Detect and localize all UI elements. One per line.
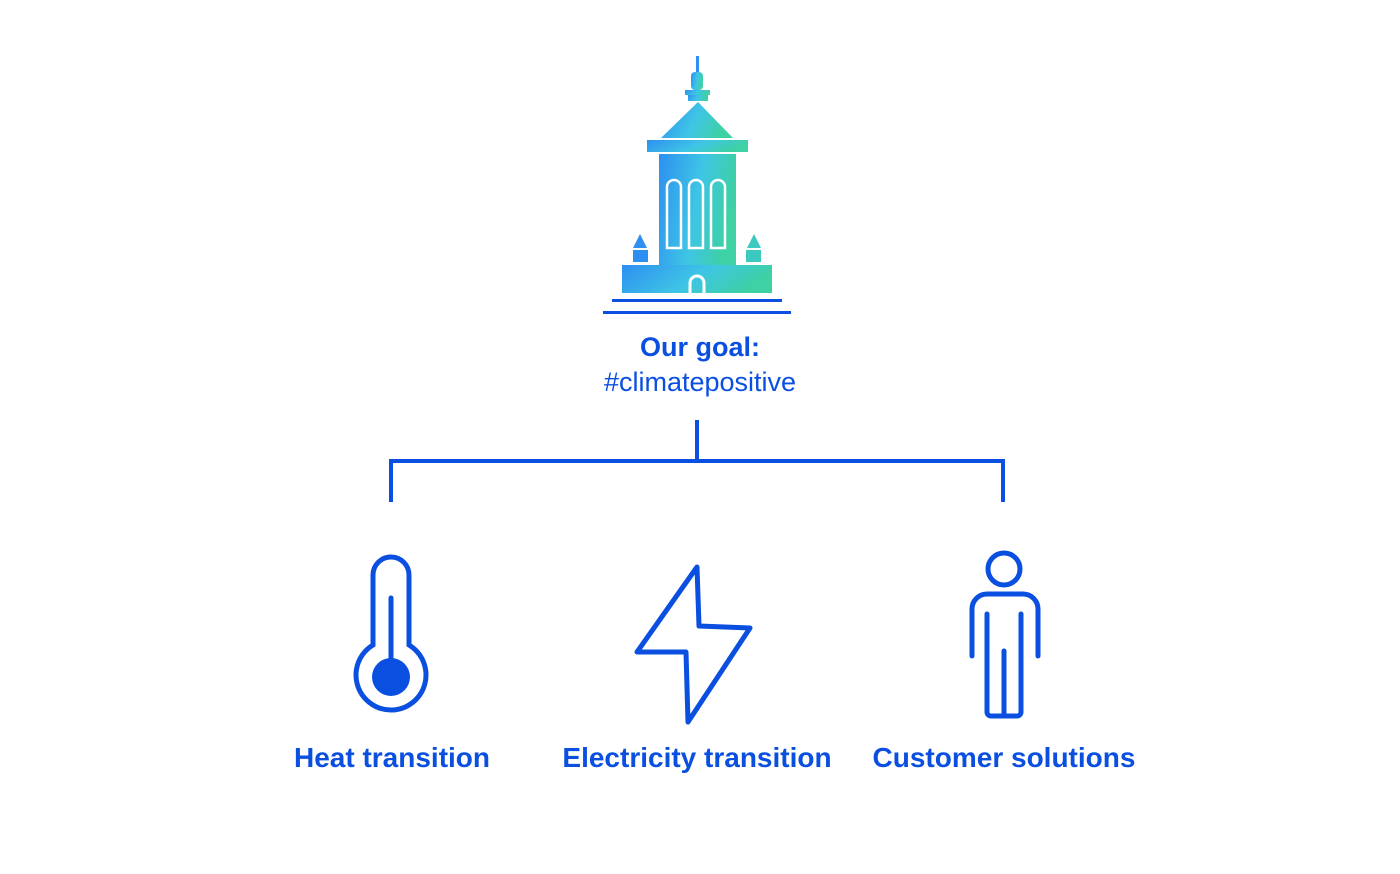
branch-label-customer-solutions: Customer solutions (872, 742, 1136, 773)
thermometer-icon (353, 554, 429, 713)
branch-connector (389, 420, 1005, 502)
tower-icon (603, 56, 791, 314)
branch-label-electricity-transition: Electricity transition (562, 742, 832, 773)
goal-hashtag: #climatepositive (603, 367, 797, 397)
branch-label-heat-transition: Heat transition (293, 742, 491, 773)
goal-title: Our goal: (640, 332, 760, 362)
lightning-bolt-icon (634, 564, 753, 725)
person-icon (969, 550, 1041, 719)
